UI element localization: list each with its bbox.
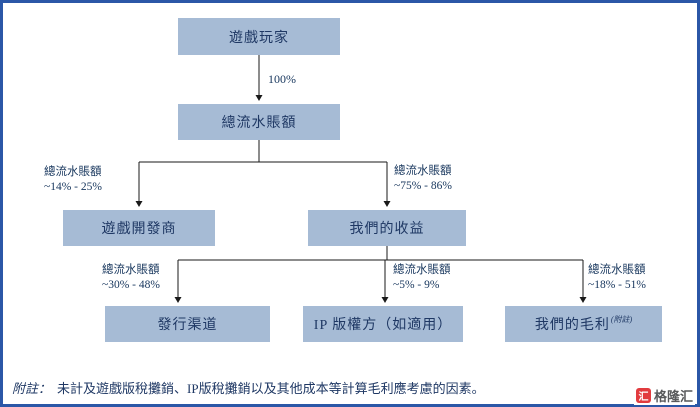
node-ip-rights-holders-label: IP 版權方（如適用） [313,318,453,333]
footnote-text: 未計及遊戲版稅攤銷、IP版稅攤銷以及其他成本等計算毛利應考慮的因素。 [57,381,485,396]
node-game-players: 遊戲玩家 [178,18,340,55]
edge-label-distribution-share-line1: 總流水賬額 [102,264,160,276]
node-our-gross-profit-label: 我們的毛利 [534,318,610,333]
node-game-developers-label: 遊戲開發商 [101,222,177,237]
footnote-label: 附註： [12,381,52,396]
watermark: 汇 格隆汇 [633,386,695,405]
edge-label-distribution-share: 總流水賬額 ~30% - 48% [102,263,160,293]
edge-label-revenue-share-line2: ~75% - 86% [394,180,452,192]
edge-label-gross-profit-share: 總流水賬額 ~18% - 51% [588,263,646,293]
node-our-revenue-label: 我們的收益 [349,222,425,237]
node-our-revenue: 我們的收益 [308,210,466,246]
edge-label-developers-share: 總流水賬額 ~14% - 25% [44,165,102,195]
edge-label-revenue-share: 總流水賬額 ~75% - 86% [394,164,452,194]
edge-label-gross-profit-share-line1: 總流水賬額 [588,264,646,276]
gelonghui-logo-icon: 汇 [635,388,651,403]
edge-label-distribution-share-line2: ~30% - 48% [102,279,160,291]
node-gross-billings: 總流水賬額 [178,104,340,140]
node-distribution-channels-label: 發行渠道 [157,318,218,333]
footnote: 附註： 未計及遊戲版稅攤銷、IP版稅攤銷以及其他成本等計算毛利應考慮的因素。 [12,378,682,397]
edge-label-100pct: 100% [268,72,296,86]
node-game-developers: 遊戲開發商 [63,210,215,246]
node-distribution-channels: 發行渠道 [105,306,270,342]
edge-label-ip-share: 總流水賬額 ~5% - 9% [393,263,451,293]
node-ip-rights-holders: IP 版權方（如適用） [303,306,463,342]
node-our-gross-profit: 我們的毛利(附註) [505,306,662,342]
edge-label-ip-share-line1: 總流水賬額 [393,264,451,276]
watermark-brand-text: 格隆汇 [653,389,693,404]
edge-label-revenue-share-line1: 總流水賬額 [394,165,452,177]
edge-label-ip-share-line2: ~5% - 9% [393,279,440,291]
edge-label-gross-profit-share-line2: ~18% - 51% [588,279,646,291]
node-gross-billings-label: 總流水賬額 [221,116,297,131]
edge-label-developers-share-line2: ~14% - 25% [44,181,102,193]
node-game-players-label: 遊戲玩家 [229,30,289,46]
node-our-gross-profit-note-ref: (附註) [610,314,633,324]
edge-label-developers-share-line1: 總流水賬額 [44,166,102,178]
